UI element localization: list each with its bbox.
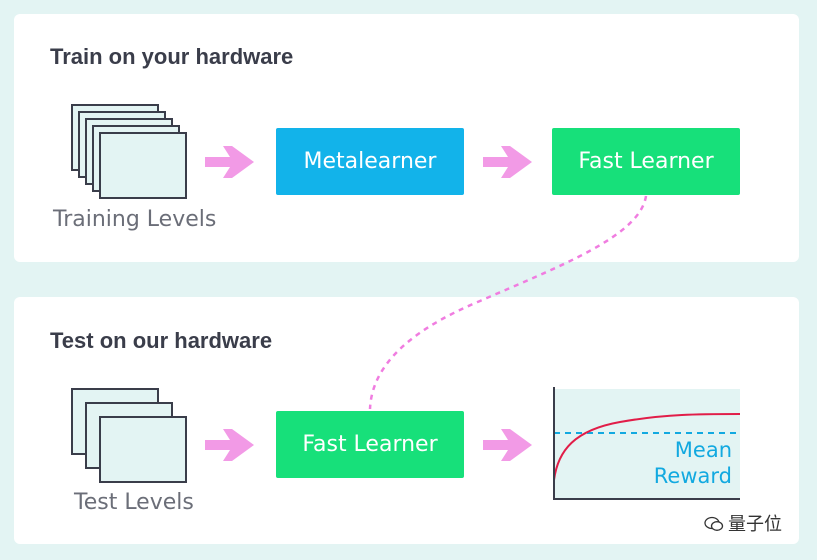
metalearner-box: Metalearner xyxy=(276,128,464,195)
mean-reward-label: Mean Reward xyxy=(620,437,732,489)
test-panel-title: Test on our hardware xyxy=(50,328,273,353)
chart-axes xyxy=(553,387,740,500)
train-panel-title: Train on your hardware xyxy=(50,44,294,69)
chart-plot-area xyxy=(554,389,740,499)
dotted-connector-line xyxy=(368,195,648,410)
watermark-text: 量子位 xyxy=(728,514,782,535)
mean-reward-label-line2: Reward xyxy=(653,464,732,488)
arrow-icon-levels-to-metalearner xyxy=(205,146,254,178)
mean-reward-chart xyxy=(553,387,741,500)
test-fast-learner-box: Fast Learner xyxy=(276,411,464,478)
reward-curve-line xyxy=(553,413,741,481)
test-levels-caption: Test Levels xyxy=(74,490,194,515)
watermark: 量子位 xyxy=(704,510,782,536)
train-fast-learner-box: Fast Learner xyxy=(552,128,740,195)
arrow-icon-fast-learner-to-reward xyxy=(483,429,532,461)
arrow-icon-metalearner-to-fast-learner xyxy=(483,146,532,178)
training-levels-caption: Training Levels xyxy=(53,207,217,232)
arrow-icon-test-levels-to-fast-learner xyxy=(205,429,254,461)
mean-reward-label-line1: Mean xyxy=(674,438,732,462)
training-levels-stack-icon xyxy=(71,104,187,199)
test-levels-stack-icon xyxy=(71,388,187,483)
wechat-icon xyxy=(704,516,724,531)
